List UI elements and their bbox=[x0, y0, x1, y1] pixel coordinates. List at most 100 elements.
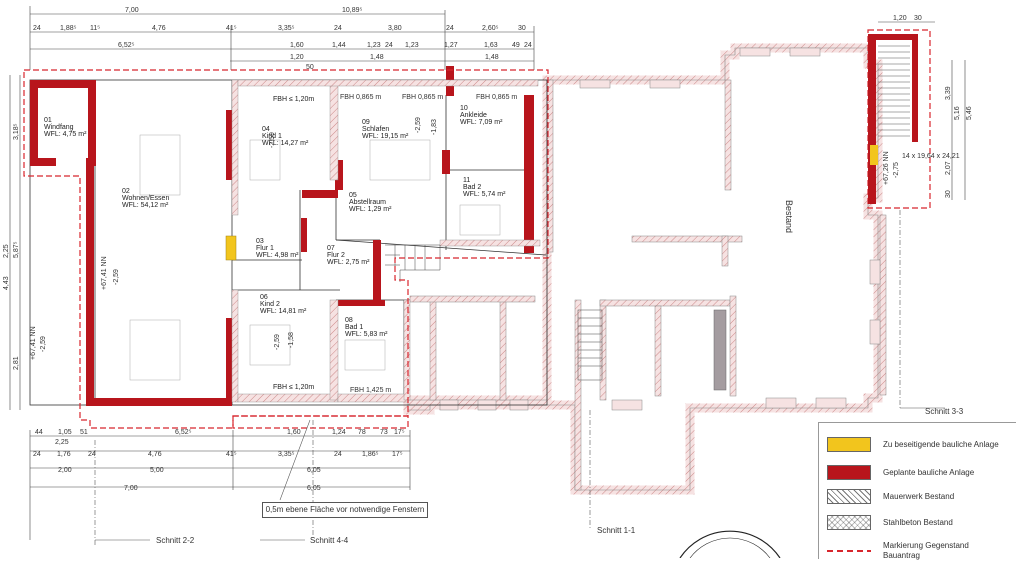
dim-label: 10,89⁵ bbox=[342, 7, 363, 14]
room-name: Kind 2 bbox=[260, 301, 280, 308]
legend-item: Geplante bauliche Anlage bbox=[827, 465, 1003, 480]
legend: Zu beseitigende bauliche Anlage Geplante… bbox=[818, 422, 1016, 561]
room-name: Flur 1 bbox=[256, 245, 274, 252]
dim-label: 4,76 bbox=[148, 451, 162, 458]
room-name: Flur 2 bbox=[327, 252, 345, 259]
planned-apartment bbox=[23, 66, 549, 429]
dim-label: 30 bbox=[914, 15, 922, 22]
fbh-label: FBH ≤ 1,20m bbox=[273, 96, 314, 103]
room-name: Windfang bbox=[44, 124, 74, 131]
top-dim-labels: 7,00 10,89⁵ 24 1,88⁵ 11⁵ 4,76 41⁵ 3,35⁵ … bbox=[33, 7, 532, 71]
dim-label: 3,80 bbox=[388, 25, 402, 32]
level-mark: -2,59 bbox=[274, 334, 281, 350]
room-name: Wohnen/Essen bbox=[122, 195, 169, 202]
dim-label: 41⁵ bbox=[226, 451, 237, 458]
room-number: 08 bbox=[345, 317, 353, 324]
dim-label: 41⁵ bbox=[226, 25, 237, 32]
legend-swatch-dash bbox=[827, 550, 871, 552]
level-marks: +67,41 NN -2,59 +67,41 NN -2,59 -2,59 -2… bbox=[30, 117, 438, 360]
dim-label: 3,35⁵ bbox=[278, 451, 295, 458]
dim-label: 24 bbox=[33, 25, 41, 32]
top-dimensions bbox=[29, 6, 535, 70]
dim-label: 24 bbox=[88, 451, 96, 458]
room-number: 10 bbox=[460, 105, 468, 112]
dim-label: 2,60⁵ bbox=[482, 25, 499, 32]
fbh-labels: FBH ≤ 1,20m FBH 0,865 m FBH 0,865 m FBH … bbox=[273, 94, 517, 394]
dim-label: 2,07 bbox=[945, 161, 952, 175]
legend-label: Mauerwerk Bestand bbox=[883, 491, 955, 501]
dim-label: 1,24 bbox=[332, 429, 346, 436]
window-note: 0,5m ebene Fläche vor notwendige Fenster… bbox=[262, 502, 428, 518]
legend-swatch-yellow bbox=[827, 437, 871, 452]
room-number: 05 bbox=[349, 192, 357, 199]
dim-label: 1,60 bbox=[287, 429, 301, 436]
legend-item: Zu beseitigende bauliche Anlage bbox=[827, 437, 1003, 452]
dim-label: 3,35⁵ bbox=[278, 25, 295, 32]
dim-label: 7,00 bbox=[124, 485, 138, 492]
legend-label: Stahlbeton Bestand bbox=[883, 517, 953, 527]
level-mark: +67,41 NN bbox=[30, 326, 37, 360]
section-label: Schnitt 1-1 bbox=[597, 526, 636, 535]
room-name: Ankleide bbox=[460, 112, 487, 119]
dim-label: 1,05 bbox=[58, 429, 72, 436]
dim-label: 1,44 bbox=[332, 42, 346, 49]
dim-label: 7,00 bbox=[125, 7, 139, 14]
dim-label: 1,48 bbox=[485, 54, 499, 61]
dim-label: 5,87⁵ bbox=[13, 241, 20, 258]
existing-building: Bestand bbox=[403, 43, 887, 495]
legend-item: Stahlbeton Bestand bbox=[827, 515, 1003, 530]
dim-label: 1,88⁵ bbox=[60, 25, 77, 32]
dim-label: 24 bbox=[334, 451, 342, 458]
room-area: WFL: 19,15 m² bbox=[362, 133, 409, 140]
dim-label: 1,63 bbox=[484, 42, 498, 49]
fbh-label: FBH 0,865 m bbox=[340, 94, 381, 101]
legend-label: Markierung Gegenstand Bauantrag bbox=[883, 541, 969, 560]
room-area: WFL: 7,09 m² bbox=[460, 119, 503, 126]
bottom-dim-labels: 44 1,05 51 6,52⁵ 1,60 1,24 78 73 17⁵ 2,2… bbox=[33, 429, 405, 492]
room-area: WFL: 14,27 m² bbox=[262, 140, 309, 147]
legend-swatch-hatch bbox=[827, 489, 871, 504]
legend-label: Geplante bauliche Anlage bbox=[883, 467, 975, 477]
room-name: Abstellraum bbox=[349, 199, 386, 206]
section-label: Schnitt 2-2 bbox=[156, 536, 195, 545]
dim-label: 2,81 bbox=[13, 356, 20, 370]
dim-label: 6,52⁵ bbox=[118, 42, 135, 49]
stair-tower: 14 x 19,64 x 24,21 +67,26 NN -2,75 bbox=[867, 29, 960, 209]
section-label: Schnitt 3-3 bbox=[925, 407, 964, 416]
room-name: Bad 2 bbox=[463, 184, 481, 191]
dim-label: 1,27 bbox=[444, 42, 458, 49]
room-labels: 01 Windfang WFL: 4,75 m² 02 Wohnen/Essen… bbox=[44, 105, 506, 338]
dim-label: 6,05 bbox=[307, 485, 321, 492]
fbh-label: FBH 0,865 m bbox=[476, 94, 517, 101]
dim-label: 30 bbox=[518, 25, 526, 32]
level-mark: -2,75 bbox=[893, 162, 900, 178]
section-label: Schnitt 4-4 bbox=[310, 536, 349, 545]
room-number: 06 bbox=[260, 294, 268, 301]
legend-swatch-red bbox=[827, 465, 871, 480]
dim-label: 5,46 bbox=[966, 106, 973, 120]
dim-label: 24 bbox=[385, 42, 393, 49]
level-mark: +67,26 NN bbox=[883, 151, 890, 185]
dim-label: 6,52⁵ bbox=[175, 429, 192, 436]
dim-label: 2,00 bbox=[58, 467, 72, 474]
dim-label: 51 bbox=[80, 429, 88, 436]
level-mark: +67,41 NN bbox=[101, 256, 108, 290]
right-dimensions: 1,20 30 3,39 5,16 5,46 2,07 30 bbox=[878, 15, 973, 200]
room-area: WFL: 1,29 m² bbox=[349, 206, 392, 213]
room-number: 02 bbox=[122, 188, 130, 195]
room-number: 01 bbox=[44, 117, 52, 124]
legend-label: Zu beseitigende bauliche Anlage bbox=[883, 439, 999, 449]
dim-label: 2,25 bbox=[55, 439, 69, 446]
fbh-label: FBH 0,865 m bbox=[402, 94, 443, 101]
dim-label: 78 bbox=[358, 429, 366, 436]
legend-item: Markierung Gegenstand Bauantrag bbox=[827, 541, 1003, 561]
bottom-dimensions bbox=[29, 430, 411, 540]
dim-label: 11⁵ bbox=[90, 25, 100, 32]
room-name: Bad 1 bbox=[345, 324, 363, 331]
dim-label: 1,23 bbox=[405, 42, 419, 49]
dim-label: 24 bbox=[446, 25, 454, 32]
dim-label: 6,05 bbox=[307, 467, 321, 474]
level-mark: -2,59 bbox=[269, 132, 276, 148]
legend-item: Mauerwerk Bestand bbox=[827, 489, 1003, 504]
room-area: WFL: 4,98 m² bbox=[256, 252, 299, 259]
